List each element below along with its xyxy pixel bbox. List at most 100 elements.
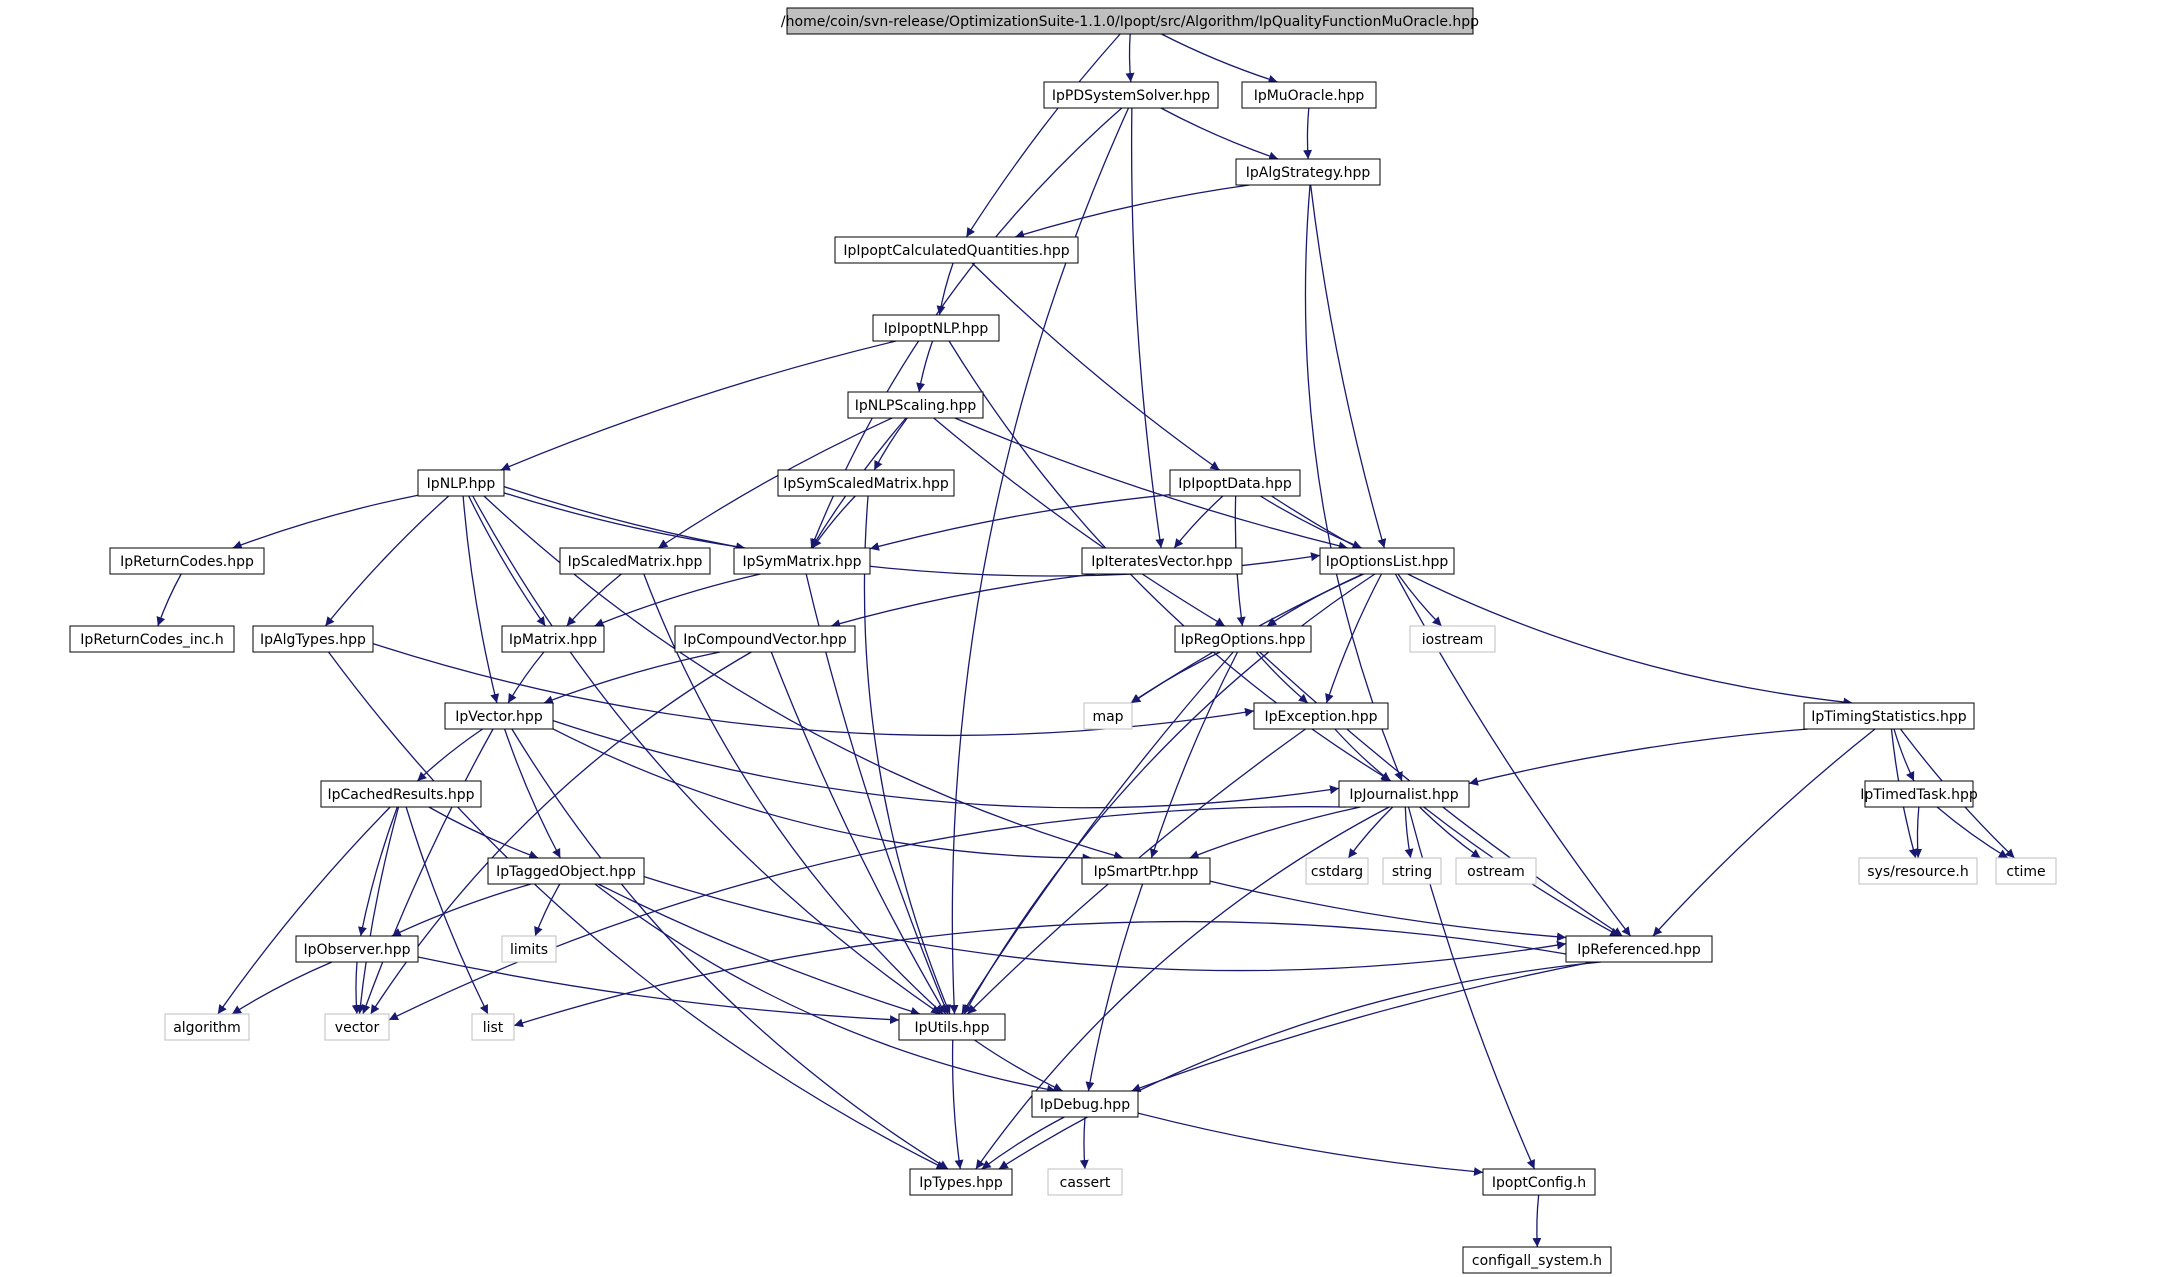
header-node-journalist[interactable]: IpJournalist.hpp	[1338, 780, 1470, 808]
header-node-optionslist[interactable]: IpOptionsList.hpp	[1319, 547, 1455, 575]
edge-cachedresults-to-taggedobject	[428, 806, 539, 860]
node-label: IpDebug.hpp	[1040, 1097, 1130, 1113]
header-node-ipoptconfig[interactable]: IpoptConfig.h	[1482, 1168, 1596, 1196]
node-label: IpIpoptCalculatedQuantities.hpp	[843, 243, 1069, 259]
header-node-utils[interactable]: IpUtils.hpp	[898, 1013, 1006, 1041]
edge-regoptions-to-utils	[961, 651, 1234, 1015]
edge-journalist-to-string	[1404, 806, 1414, 859]
header-node-returncodes[interactable]: IpReturnCodes.hpp	[109, 547, 265, 575]
header-node-matrix[interactable]: IpMatrix.hpp	[501, 625, 605, 653]
node-layer: /home/coin/svn-release/OptimizationSuite…	[69, 7, 2057, 1274]
header-node-symmatrix[interactable]: IpSymMatrix.hpp	[733, 547, 871, 575]
node-box	[1174, 625, 1312, 653]
node-label: IpRegOptions.hpp	[1181, 632, 1306, 648]
edge-scaledmatrix-to-matrix	[566, 573, 622, 627]
edge-compoundvector-to-utils	[770, 651, 947, 1015]
node-label: IpCompoundVector.hpp	[683, 632, 847, 648]
node-label: IpCachedResults.hpp	[327, 787, 474, 803]
header-node-compoundvector[interactable]: IpCompoundVector.hpp	[674, 625, 856, 653]
header-node-vector_hpp[interactable]: IpVector.hpp	[444, 702, 554, 730]
edge-returncodes-to-returncodesinc	[156, 573, 182, 627]
header-node-nlpscaling[interactable]: IpNLPScaling.hpp	[847, 391, 984, 419]
node-box	[320, 780, 482, 808]
node-label: IpNLP.hpp	[427, 476, 496, 492]
edge-utils-to-types	[951, 1039, 964, 1170]
header-node-smartptr[interactable]: IpSmartPtr.hpp	[1081, 857, 1211, 885]
header-node-referenced[interactable]: IpReferenced.hpp	[1565, 935, 1713, 963]
node-label: vector	[335, 1020, 380, 1036]
node-box	[786, 7, 1474, 35]
edge-nlp-to-returncodes	[232, 494, 419, 550]
edge-taggedobject-to-observer	[391, 883, 532, 937]
edge-exception-to-journalist	[1334, 728, 1391, 782]
node-label: IpReturnCodes.hpp	[120, 554, 254, 570]
node-box	[501, 625, 605, 653]
header-node-observer[interactable]: IpObserver.hpp	[295, 935, 419, 963]
header-node-scaledmatrix[interactable]: IpScaledMatrix.hpp	[559, 547, 711, 575]
header-node-algstrategy[interactable]: IpAlgStrategy.hpp	[1235, 158, 1381, 186]
node-box	[1462, 1246, 1612, 1274]
node-box	[1253, 702, 1389, 730]
header-node-ipoptnlp[interactable]: IpIpoptNLP.hpp	[872, 314, 1000, 342]
edge-regoptions-to-exception	[1255, 651, 1309, 704]
header-node-calcquant[interactable]: IpIpoptCalculatedQuantities.hpp	[834, 236, 1079, 264]
node-label: IpMuOracle.hpp	[1254, 88, 1365, 104]
node-label: IpMatrix.hpp	[509, 632, 597, 648]
node-box	[1169, 469, 1301, 497]
edge-cachedresults-to-observer	[358, 806, 398, 937]
header-node-ipoptdata[interactable]: IpIpoptData.hpp	[1169, 469, 1301, 497]
header-node-iteratesvector[interactable]: IpIteratesVector.hpp	[1081, 547, 1243, 575]
header-node-types[interactable]: IpTypes.hpp	[909, 1168, 1013, 1196]
node-label: IpSymScaledMatrix.hpp	[783, 476, 949, 492]
header-node-algtypes[interactable]: IpAlgTypes.hpp	[252, 625, 374, 653]
node-label: IpException.hpp	[1264, 709, 1377, 725]
node-label: IpTaggedObject.hpp	[496, 864, 636, 880]
edge-pdsystemsolver-to-algstrategy	[1160, 107, 1279, 161]
node-label: IpUtils.hpp	[915, 1020, 990, 1036]
header-node-taggedobject[interactable]: IpTaggedObject.hpp	[487, 857, 645, 885]
edge-vector_hpp-to-smartptr	[552, 728, 1092, 863]
node-label: IpAlgStrategy.hpp	[1246, 165, 1371, 181]
header-node-muoracle[interactable]: IpMuOracle.hpp	[1241, 81, 1377, 109]
header-node-nlp[interactable]: IpNLP.hpp	[417, 469, 505, 497]
edge-ipoptdata-to-optionslist	[1259, 495, 1362, 549]
header-node-debug[interactable]: IpDebug.hpp	[1031, 1090, 1139, 1118]
header-node-regoptions[interactable]: IpRegOptions.hpp	[1174, 625, 1312, 653]
node-label: IpTimedTask.hpp	[1860, 787, 1978, 803]
header-node-timedtask[interactable]: IpTimedTask.hpp	[1860, 780, 1978, 808]
header-node-exception[interactable]: IpException.hpp	[1253, 702, 1389, 730]
node-box	[69, 625, 235, 653]
node-label: IpJournalist.hpp	[1349, 787, 1458, 803]
edge-symmatrix-to-matrix	[594, 573, 761, 627]
edge-matrix-to-vector_hpp	[507, 651, 545, 704]
header-node-pdsystemsolver[interactable]: IpPDSystemSolver.hpp	[1043, 81, 1219, 109]
edge-journalist-to-smartptr	[1189, 806, 1361, 859]
node-label: limits	[510, 942, 548, 958]
node-box	[444, 702, 554, 730]
node-box	[1864, 780, 1974, 808]
node-label: IpOptionsList.hpp	[1326, 554, 1449, 570]
edge-observer-to-algorithm	[231, 961, 333, 1015]
header-node-returncodesinc[interactable]: IpReturnCodes_inc.h	[69, 625, 235, 653]
node-box	[471, 1013, 515, 1041]
node-label: algorithm	[173, 1020, 241, 1036]
node-box	[1031, 1090, 1139, 1118]
edge-optionslist-to-iostream	[1397, 573, 1443, 627]
edge-compoundvector-to-vector_hpp	[543, 651, 721, 705]
header-node-timingstats[interactable]: IpTimingStatistics.hpp	[1803, 702, 1975, 730]
edge-debug-to-ipoptconfig	[1137, 1112, 1484, 1177]
edge-referenced-to-types	[998, 961, 1602, 1170]
edge-algstrategy-to-calcquant	[1014, 184, 1250, 239]
edge-ipoptnlp-to-nlpscaling	[916, 340, 934, 393]
header-node-configall[interactable]: configall_system.h	[1462, 1246, 1612, 1274]
node-box	[559, 547, 711, 575]
node-box	[898, 1013, 1006, 1041]
edge-algstrategy-to-journalist	[1304, 184, 1403, 782]
header-node-cachedresults[interactable]: IpCachedResults.hpp	[320, 780, 482, 808]
edge-timingstats-to-referenced	[1652, 728, 1876, 937]
node-label: IpIpoptData.hpp	[1178, 476, 1292, 492]
edge-vector_hpp-to-taggedobject	[504, 728, 561, 859]
node-box	[1482, 1168, 1596, 1196]
edge-taggedobject-to-referenced	[643, 876, 1567, 972]
header-node-symscaled[interactable]: IpSymScaledMatrix.hpp	[777, 469, 955, 497]
